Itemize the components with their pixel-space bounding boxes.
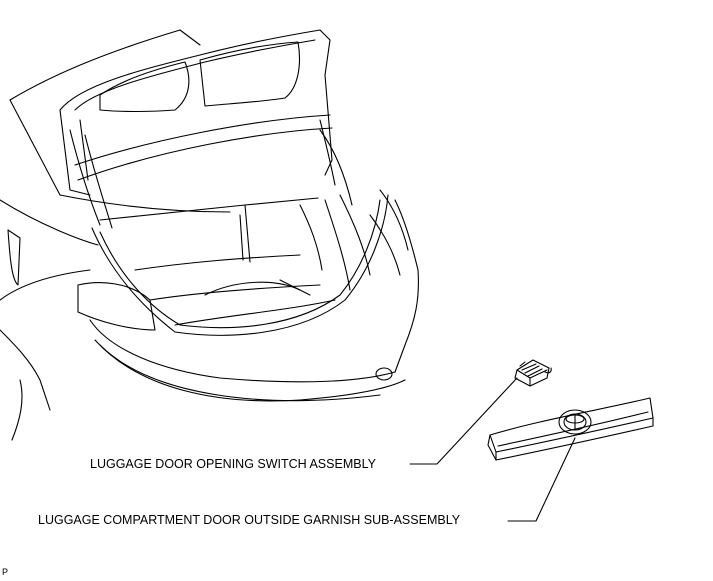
leader-lines — [410, 378, 575, 521]
opening-switch-part — [515, 360, 551, 386]
trunk-interior — [92, 195, 388, 335]
car-body — [0, 30, 418, 440]
trunk-lid — [60, 30, 352, 228]
label-outside-garnish: LUGGAGE COMPARTMENT DOOR OUTSIDE GARNISH… — [38, 513, 461, 527]
label-figure-code: P — [2, 567, 9, 577]
garnish-part — [488, 398, 653, 460]
leader-line-switch — [410, 378, 517, 464]
label-opening-switch: LUGGAGE DOOR OPENING SWITCH ASSEMBLY — [90, 457, 376, 471]
leader-line-garnish — [508, 438, 575, 521]
